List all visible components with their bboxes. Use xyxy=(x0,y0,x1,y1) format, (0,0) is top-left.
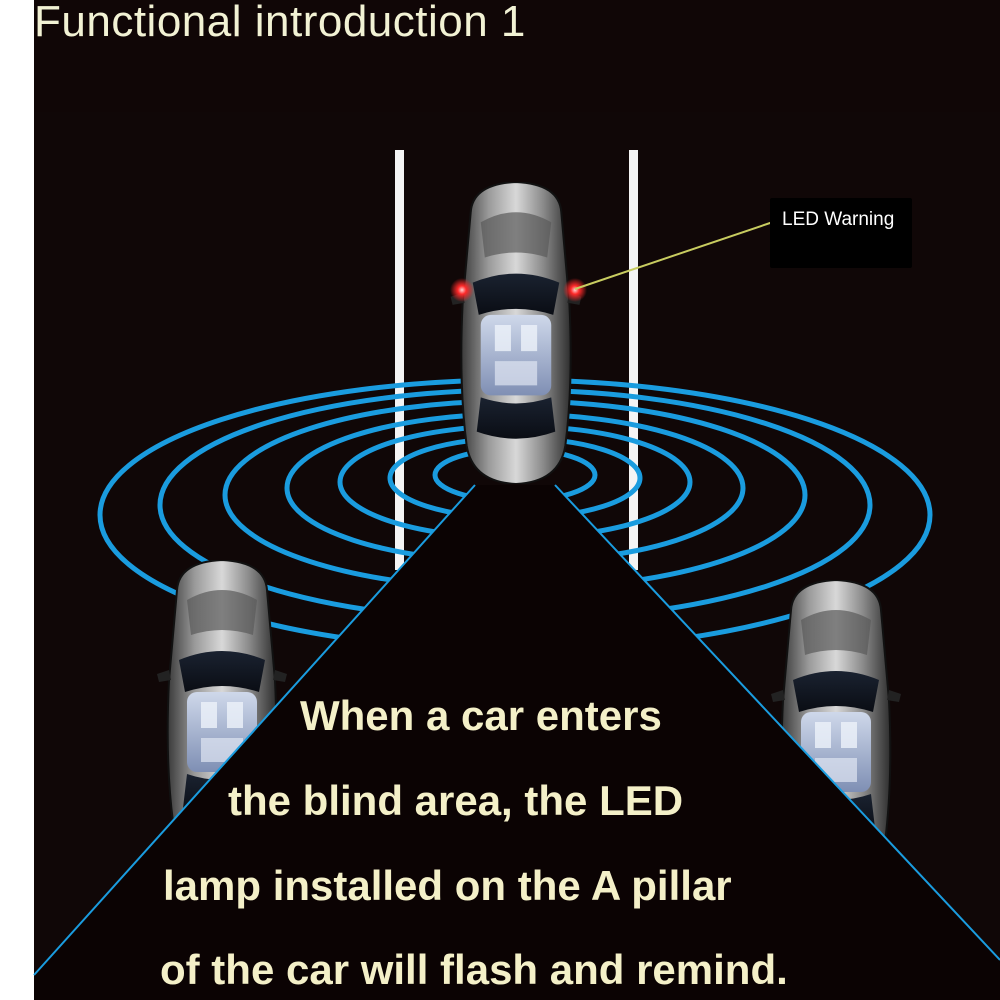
callout-line xyxy=(574,221,774,290)
callout-box xyxy=(770,198,912,268)
detection-zone xyxy=(34,485,1000,1000)
car-main xyxy=(449,182,583,484)
page-title: Functional introduction 1 xyxy=(34,0,526,46)
caption-line-4: of the car will flash and remind. xyxy=(160,946,788,993)
title-band xyxy=(34,0,1000,112)
led-lamp-left xyxy=(450,278,474,302)
lane-line-right xyxy=(629,150,638,570)
caption-line-1: When a car enters xyxy=(300,692,662,739)
caption-line-3: lamp installed on the A pillar xyxy=(163,862,732,909)
led-warning-label: LED Warning xyxy=(782,209,895,230)
led-lamp-right xyxy=(563,278,587,302)
caption-line-2: the blind area, the LED xyxy=(228,777,684,824)
lane-line-left xyxy=(395,150,404,570)
detection-zone-edges xyxy=(33,484,1000,976)
